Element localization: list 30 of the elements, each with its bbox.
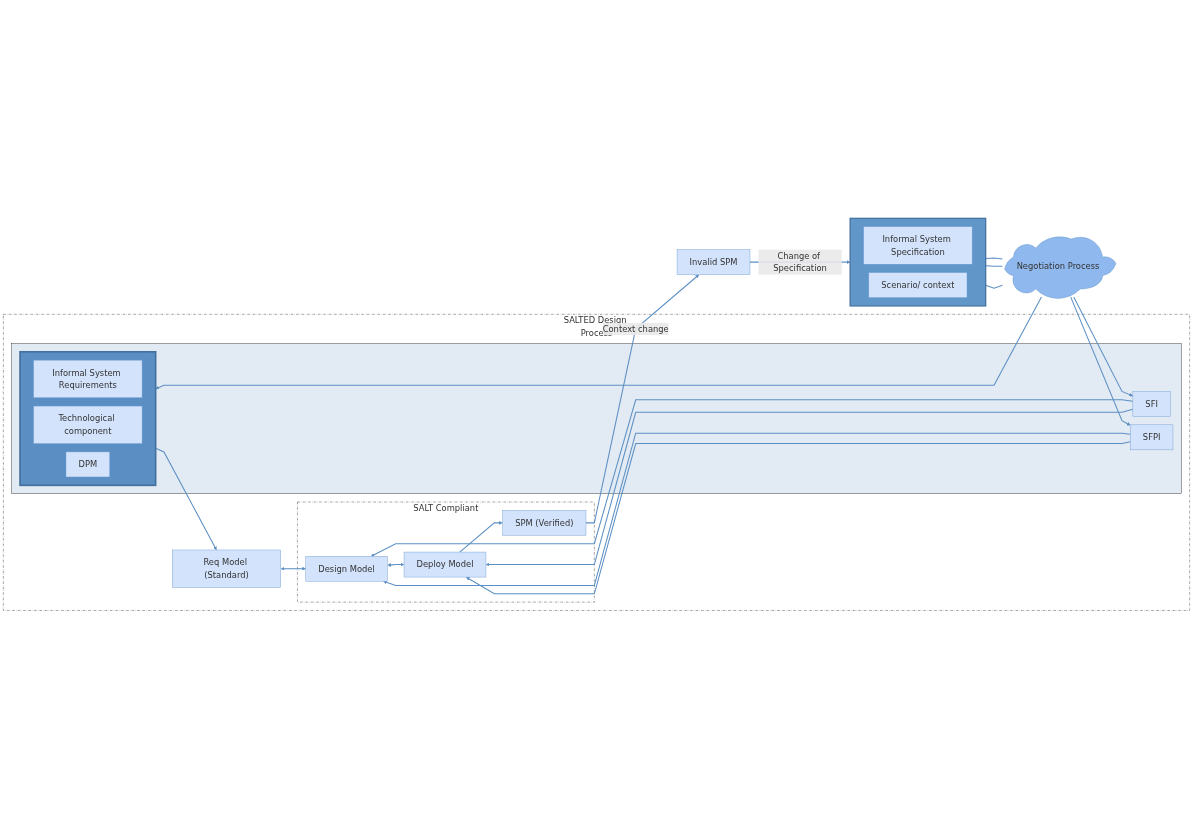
arrow	[155, 296, 1042, 389]
arrow	[485, 408, 1134, 566]
arrow	[1070, 296, 1131, 426]
arrow	[585, 274, 700, 523]
arrow	[1073, 296, 1133, 397]
arrow	[465, 440, 1131, 594]
arrow	[383, 432, 1131, 586]
node-box: Technological component	[33, 405, 143, 444]
connector	[985, 264, 1003, 267]
node-box: Informal System Requirements	[33, 359, 143, 398]
cluster	[11, 342, 1182, 494]
cluster	[849, 217, 987, 307]
node-box: SPM (Verified)	[502, 509, 587, 536]
connector	[985, 284, 1003, 289]
arrow	[280, 566, 306, 571]
node-box: Deploy Model	[403, 551, 487, 577]
node-box: Req Model (Standard)	[172, 549, 281, 588]
edge-label: Change of Specification	[773, 250, 827, 273]
connector	[985, 257, 1003, 260]
node-box: Scenario/ context	[868, 271, 968, 298]
arrow	[155, 447, 217, 550]
node-box: Design Model	[305, 555, 388, 582]
arrow	[387, 562, 405, 567]
cluster	[19, 350, 157, 486]
node-box: DPM	[65, 451, 110, 477]
arrow	[459, 520, 503, 553]
node-box: SFI	[1132, 390, 1171, 417]
node-box: SFPI	[1130, 424, 1174, 450]
node-box: Informal System Specification	[863, 226, 973, 265]
node-box: Invalid SPM	[676, 249, 751, 275]
